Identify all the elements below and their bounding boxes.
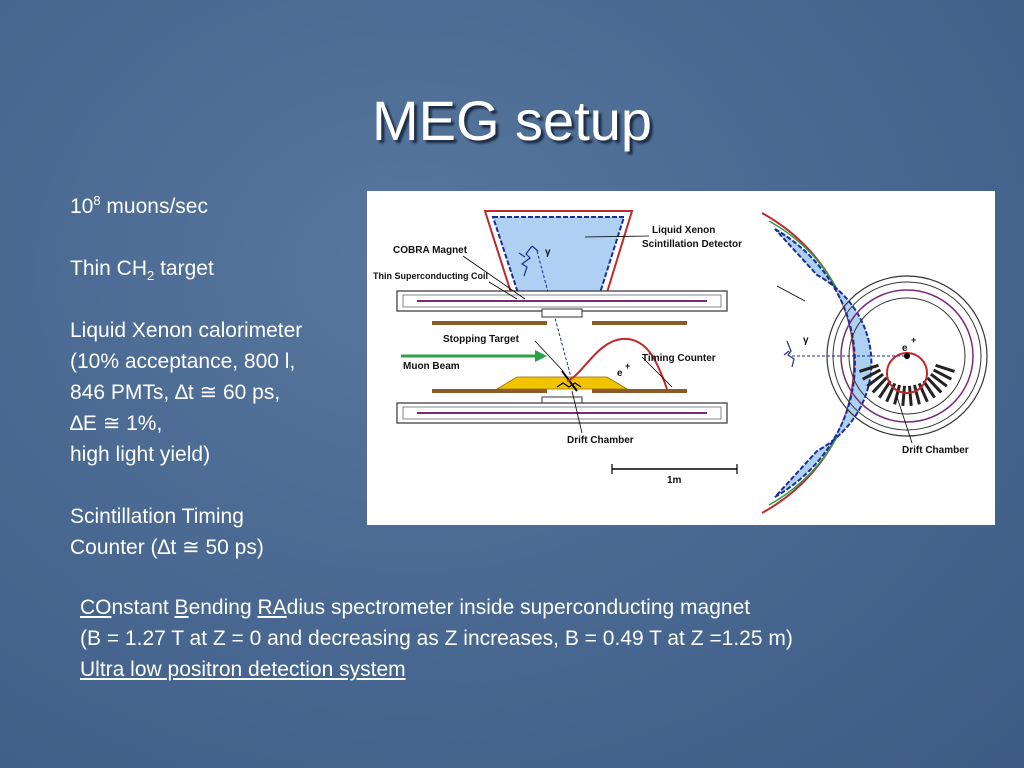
positron-system-line: Ultra low positron detection system [80, 658, 406, 681]
hit-marks [556, 382, 582, 388]
timing-counter-lower-left [432, 389, 547, 393]
lxe-line-2: (10% acceptance, 800 l, [70, 350, 296, 373]
cobra-co: CO [80, 596, 112, 619]
leader-lxe [584, 235, 650, 238]
slide-title: MEG setup [371, 89, 653, 152]
label-lxe-2: Scintillation Detector [642, 239, 742, 250]
target-line: Thin CH2 target [70, 253, 370, 284]
magnet-upper-neck [541, 308, 583, 318]
leader-drift-end [896, 396, 913, 444]
label-stopping-target: Stopping Target [443, 334, 520, 345]
target-text-rest: target [154, 257, 214, 280]
timing-line-2: Counter (∆t ≅ 50 ps) [70, 536, 264, 559]
lxe-line-4: ∆E ≅ 1%, [70, 412, 163, 435]
positron-track-side [566, 337, 668, 390]
timing-counter-upper-left [432, 321, 547, 325]
drift-chamber-cell [893, 384, 901, 405]
positron-charge-end: + [911, 335, 916, 345]
drift-chamber-cell [922, 380, 936, 399]
magnet-lower-inner [402, 406, 722, 420]
detector-diagram: γ e + [367, 191, 995, 525]
label-lxe-1: Liquid Xenon [652, 225, 715, 236]
leader-lxe-end [776, 285, 806, 302]
leader-cobra [462, 255, 526, 300]
target-end [904, 353, 910, 359]
cobra-ending: ending [188, 596, 258, 619]
gamma-shower-side [518, 245, 539, 277]
positron-charge-side: + [625, 361, 630, 371]
drift-chamber-cell [929, 372, 948, 388]
timing-line-1: Scintillation Timing [70, 505, 244, 528]
cobra-nstant: nstant [111, 596, 175, 619]
muon-rate-base: 10 [70, 195, 94, 218]
drift-chamber-cell [932, 368, 953, 381]
drift-chamber-cell [858, 363, 879, 373]
label-muon-beam: Muon Beam [403, 361, 460, 372]
drift-chamber-end [858, 363, 956, 406]
lxe-line-1: Liquid Xenon calorimeter [70, 319, 303, 342]
lxe-line-5: high light yield) [70, 443, 211, 466]
magnet-upper-inner [402, 294, 722, 308]
leader-drift-side [571, 390, 583, 434]
detector-svg: γ e + [373, 210, 988, 514]
cobra-b: B [174, 596, 189, 619]
timing-counter-lower-right [592, 389, 687, 393]
label-timing-counter: Timing Counter [642, 353, 716, 364]
stopping-target [561, 370, 578, 392]
drift-chamber-cell [871, 376, 888, 394]
lxe-line-3: 846 PMTs, ∆t ≅ 60 ps, [70, 381, 281, 404]
gamma-shower-end [783, 340, 795, 368]
positron-label-end: e [902, 343, 908, 354]
drift-chamber-cell [901, 385, 906, 406]
cobra-line: COnstant Bending RAdius spectrometer ins… [80, 592, 1010, 623]
gamma-label-side: γ [545, 247, 551, 258]
target-text: Thin CH [70, 257, 148, 280]
muon-beam-arrowhead [535, 350, 547, 362]
target-subscript: 2 [147, 268, 155, 284]
muon-rate-exponent: 8 [93, 193, 101, 208]
leader-timing [641, 356, 673, 388]
coil-end-ring [840, 289, 974, 423]
leader-coil [488, 281, 518, 300]
drift-chamber-cell [908, 385, 913, 406]
positron-label-side: e [617, 368, 623, 379]
cobra-dius: dius spectrometer inside superconducting… [286, 596, 751, 619]
label-cobra-magnet: COBRA Magnet [393, 245, 468, 256]
label-thin-coil: Thin Superconducting Coil [373, 271, 488, 281]
label-drift-chamber-end: Drift Chamber [902, 445, 969, 456]
muon-rate-line: 108 muons/sec [70, 191, 370, 222]
leader-stopping [534, 340, 564, 372]
muon-rate-unit: muons/sec [100, 195, 208, 218]
bottom-text-block: COnstant Bending RAdius spectrometer ins… [80, 592, 1010, 685]
magnet-end-ring-1 [826, 275, 988, 437]
gamma-label-end: γ [803, 335, 809, 346]
left-text-block: 108 muons/sec Thin CH2 target Liquid Xen… [70, 191, 370, 563]
label-drift-chamber-side: Drift Chamber [567, 435, 634, 446]
drift-chamber-cell [935, 363, 956, 373]
scale-bar-label: 1m [667, 475, 682, 486]
timing-counter-upper-right [592, 321, 687, 325]
lxe-volume-end [774, 228, 873, 498]
drift-chamber-cell [861, 368, 882, 381]
drift-chamber-cell [878, 380, 892, 399]
lxe-volume-side [491, 216, 626, 294]
drift-chamber-cell [866, 372, 885, 388]
cobra-ra: RA [257, 596, 287, 619]
drift-chamber-cell [926, 376, 943, 394]
magnet-end-ring-2 [832, 281, 982, 431]
drift-chamber-cell [913, 384, 921, 405]
field-line: (B = 1.27 T at Z = 0 and decreasing as Z… [80, 627, 793, 650]
magnet-end-ring-3 [848, 297, 966, 415]
